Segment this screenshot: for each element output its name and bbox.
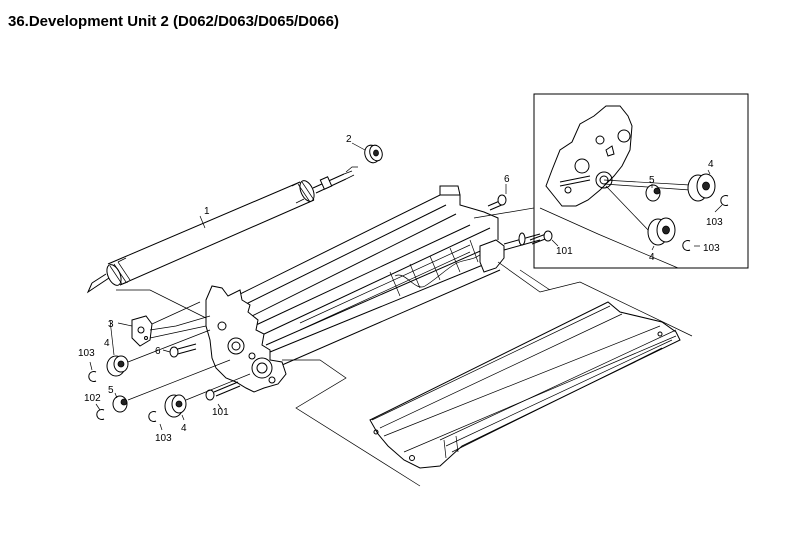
page-title: 36.Development Unit 2 (D062/D063/D065/D0…: [8, 13, 339, 30]
callout-103-upper-left: 103: [78, 348, 95, 359]
callout-3: 3: [108, 319, 114, 330]
part-102-ring: [95, 403, 105, 420]
detail-inset: [533, 93, 749, 269]
part-6-screw-right: [487, 184, 507, 211]
callout-6-left: 6: [155, 346, 161, 357]
part-4-gear-lower-left: [164, 373, 251, 421]
callout-103-lower-left: 103: [155, 433, 172, 444]
part-103-e-ring-lower-left: [148, 411, 163, 431]
callout-101-left: 101: [212, 407, 229, 418]
callout-5-left: 5: [108, 385, 114, 396]
callout-labels: 1 2 3 4 4 4 4 5 5 6 6 101 101 102 103 10…: [78, 134, 723, 444]
callout-103-inset-lower: 103: [703, 243, 720, 254]
part-101-screw-right: [529, 230, 559, 247]
callout-6-right: 6: [504, 174, 510, 185]
part-101-screw-left: [205, 381, 241, 411]
part-2-bushing: [345, 142, 383, 173]
part-6-pin-left: [162, 343, 197, 358]
callout-101-right: 101: [556, 246, 573, 257]
callout-4-inset-upper: 4: [708, 159, 714, 170]
development-unit-lower-cover: [369, 301, 681, 469]
callout-2: 2: [346, 134, 352, 145]
callout-103-inset-upper: 103: [706, 217, 723, 228]
part-4-gear-upper-left: [106, 319, 211, 377]
callout-4-upper-left: 4: [104, 338, 110, 349]
part-103-e-ring-upper-left: [88, 361, 97, 382]
development-unit-housing: [205, 185, 541, 393]
callout-1: 1: [204, 206, 210, 217]
callout-4-lower-left: 4: [181, 423, 187, 434]
callout-4-inset-lower: 4: [649, 252, 655, 263]
part-1-development-roller: [86, 170, 355, 294]
part-5-bushing-left: [112, 359, 231, 413]
part-3-bracket: [117, 301, 207, 347]
callout-5-inset: 5: [649, 175, 655, 186]
callout-102: 102: [84, 393, 101, 404]
